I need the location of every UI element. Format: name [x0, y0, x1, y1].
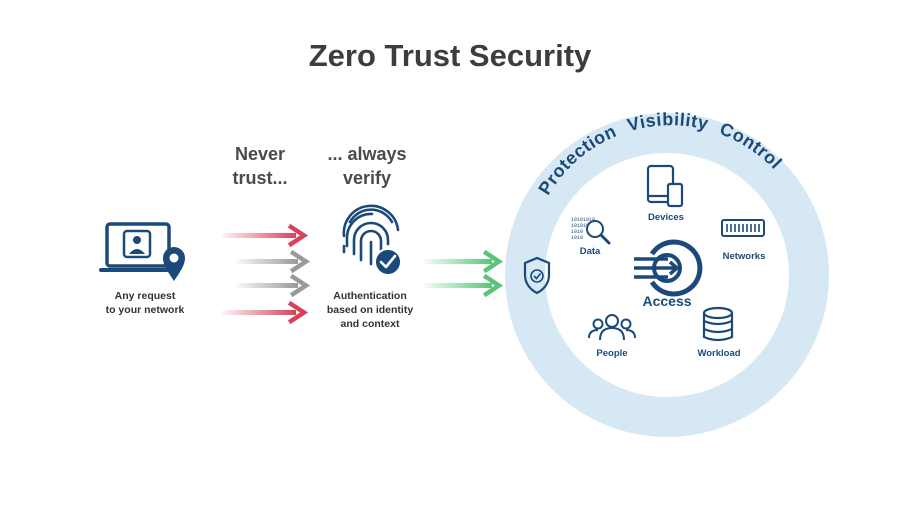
auth-line3: and context [340, 318, 400, 330]
fingerprint-icon [342, 204, 400, 266]
never-line2: trust... [232, 168, 288, 188]
svg-text:1010: 1010 [571, 229, 583, 235]
svg-text:1010: 1010 [571, 235, 583, 241]
svg-text:10101010: 10101010 [571, 223, 595, 229]
location-pin-icon [163, 247, 185, 281]
networks-label: Networks [722, 251, 766, 262]
arrow-red-top [222, 223, 309, 248]
devices-icon [646, 164, 684, 208]
verify-line1: ... always [327, 144, 407, 164]
never-trust-label: Never trust... [210, 142, 310, 190]
networks-icon [721, 219, 765, 237]
laptop-icon [99, 222, 178, 272]
request-label: Any request to your network [90, 289, 200, 317]
page-title: Zero Trust Security [308, 38, 592, 73]
people-label: People [596, 348, 628, 359]
auth-label: Authentication based on identity and con… [312, 289, 428, 331]
request-line2: to your network [105, 304, 185, 316]
data-icon: 10101010 10101010 1010 1010 [571, 217, 611, 245]
access-label: Access [642, 293, 692, 309]
auth-line1: Authentication [333, 290, 407, 302]
always-verify-label: ... always verify [312, 142, 422, 190]
arrow-gray-2 [236, 273, 311, 298]
inner-circle [545, 153, 789, 397]
untrusted-arrows [222, 223, 311, 325]
verified-arrows [424, 249, 504, 298]
auth-line2: based on identity [326, 304, 414, 316]
arrow-green-top [424, 249, 504, 274]
verify-line2: verify [342, 168, 392, 188]
request-line1: Any request [114, 290, 176, 302]
arrow-green-bottom [424, 273, 504, 298]
arrow-red-bottom [222, 300, 309, 325]
arrow-gray-1 [236, 249, 311, 274]
svg-text:10101010: 10101010 [571, 217, 595, 223]
never-line1: Never [234, 144, 286, 164]
devices-label: Devices [648, 212, 684, 223]
shield-icon [523, 256, 551, 295]
access-icon [634, 239, 703, 297]
check-badge-icon [374, 248, 402, 276]
workload-icon [702, 306, 734, 342]
workload-label: Workload [697, 348, 741, 359]
people-icon [588, 314, 636, 341]
data-label: Data [579, 246, 601, 257]
